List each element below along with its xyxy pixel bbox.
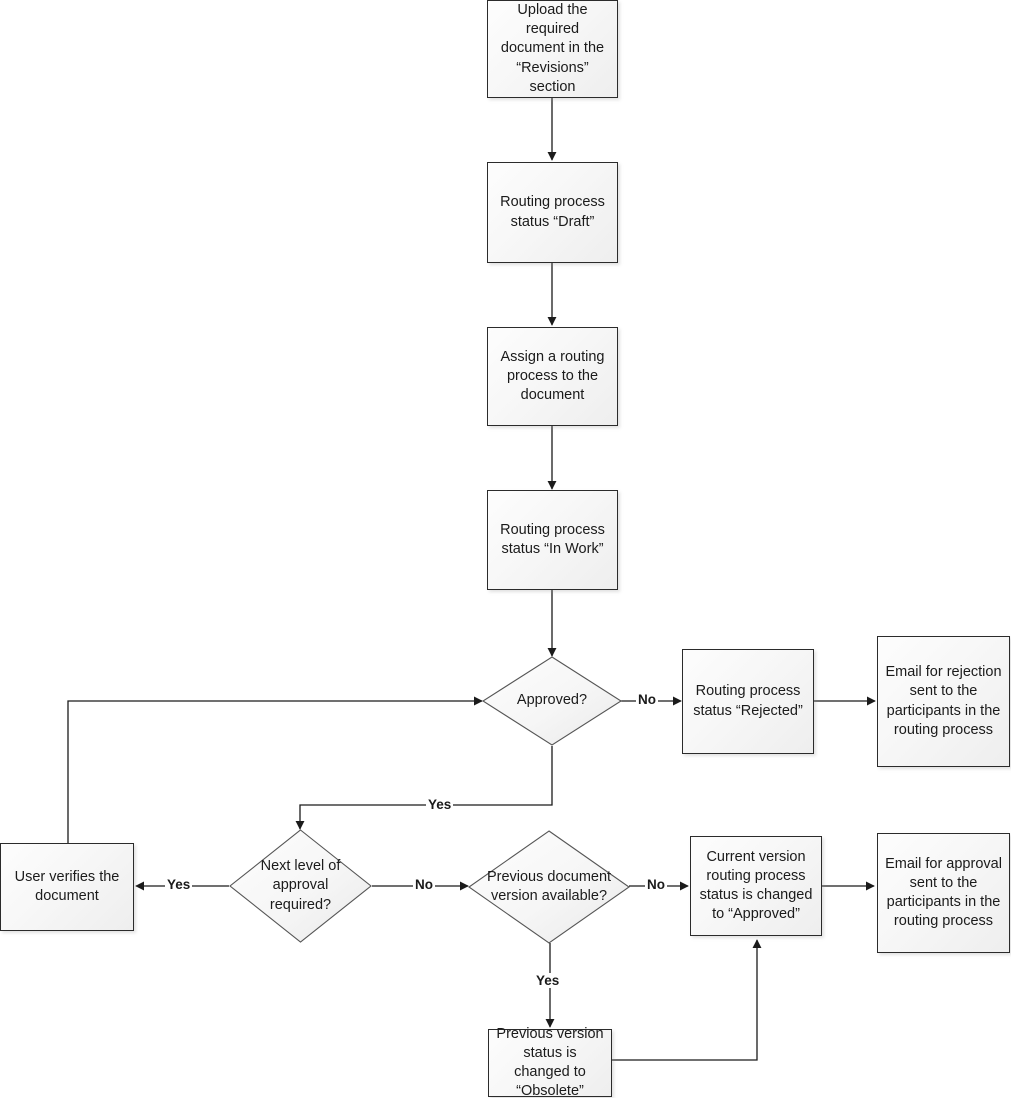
node-email-approval-label: Email for approval sent to the participa… (885, 855, 1002, 930)
edge-verify-to-approved (67, 696, 483, 843)
node-status-draft-label: Routing process status “Draft” (500, 194, 605, 230)
edge-label-approved-no: No (636, 692, 658, 707)
node-decision-approved-label: Approved? (516, 692, 588, 709)
node-email-approval[interactable]: Email for approval sent to the participa… (877, 833, 1010, 953)
edge-approved-yes-to-nextlevel (295, 746, 553, 830)
node-current-version-approved-label: Current version routing process status i… (699, 848, 813, 923)
diamond-shape-approved (482, 656, 622, 746)
node-decision-next-level-approval-label: Next level of approval required? (260, 858, 341, 913)
diamond-shape-next-level-approval (229, 829, 372, 943)
node-status-rejected[interactable]: Routing process status “Rejected” (682, 649, 814, 754)
node-status-in-work-label: Routing process status “In Work” (500, 521, 605, 557)
edge-label-prevver-yes: Yes (534, 973, 562, 988)
node-status-draft[interactable]: Routing process status “Draft” (487, 162, 618, 263)
node-decision-previous-version-label: Previous document version available? (486, 868, 612, 904)
node-user-verifies-document-label: User verifies the document (14, 868, 120, 904)
node-decision-approved[interactable]: Approved? (482, 656, 622, 746)
node-previous-version-obsolete[interactable]: Previous version status is changed to “O… (488, 1026, 612, 1098)
edge-label-prevver-no: No (645, 877, 667, 892)
node-user-verifies-document[interactable]: User verifies the document (0, 843, 134, 931)
node-previous-version-obsolete-label: Previous version status is changed to “O… (496, 1025, 604, 1098)
node-decision-previous-version[interactable]: Previous document version available? (468, 830, 630, 944)
node-upload-document-label: Upload the required document in the “Rev… (500, 2, 605, 95)
node-email-rejection-label: Email for rejection sent to the particip… (885, 664, 1002, 738)
node-status-in-work[interactable]: Routing process status “In Work” (487, 490, 618, 590)
edge-label-approved-yes: Yes (426, 797, 454, 812)
node-assign-routing-process-label: Assign a routing process to the document (500, 348, 605, 404)
node-current-version-approved[interactable]: Current version routing process status i… (690, 836, 822, 936)
node-status-rejected-label: Routing process status “Rejected” (693, 683, 803, 719)
node-decision-next-level-approval[interactable]: Next level of approval required? (229, 829, 372, 943)
edge-label-nextlevel-yes: Yes (165, 877, 193, 892)
node-email-rejection[interactable]: Email for rejection sent to the particip… (877, 636, 1010, 767)
node-assign-routing-process[interactable]: Assign a routing process to the document (487, 327, 618, 426)
node-upload-document[interactable]: Upload the required document in the “Rev… (487, 0, 618, 98)
edge-obsolete-to-approve (612, 939, 762, 1061)
diamond-shape-previous-version (468, 830, 630, 944)
edge-label-nextlevel-no: No (413, 877, 435, 892)
